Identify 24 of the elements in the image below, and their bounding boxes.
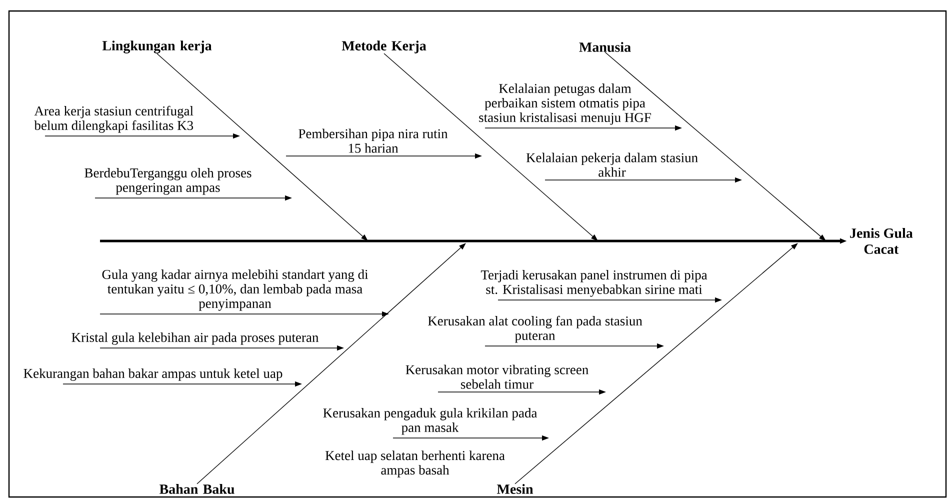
bone-arrow [514, 243, 798, 484]
cause-text: Area kerja stasiun centrifugal belum dilengkapi fasilitas K3 [34, 106, 194, 133]
category-label: Manusia [579, 42, 631, 52]
category-label: Lingkungan kerja [102, 40, 212, 54]
cause-text: Kelalaian petugas dalam perbaikan sistem otmatis pipa stasiun kristalisasi menuju HGF [479, 84, 651, 125]
bone-arrow [196, 243, 466, 484]
cause-text: Pembersihan pipa nira rutin 15 harian [298, 128, 448, 153]
category-label: Bahan Baku [160, 484, 234, 494]
cause-text: Kekurangan bahan bakar ampas untuk ketel uap [24, 368, 282, 381]
bone-arrow [384, 53, 598, 241]
cause-text: Kristal gula kelebihan air pada proses puteran [72, 332, 319, 345]
category-label: Mesin [496, 484, 534, 494]
cause-text: Kerusakan pengaduk gula krikilan pada pan masak [323, 408, 538, 435]
cause-text: Kelalaian pekerja dalam stasiun akhir [526, 152, 698, 177]
cause-text: Gula yang kadar airnya melebihi standart yang di tentukan yaitu ≤ 0,10%, dan lembab pada masa penyimpanan [102, 270, 368, 311]
cause-text: Kerusakan motor vibrating screen sebelah timur [406, 364, 588, 389]
category-label: Metode Kerja [342, 40, 426, 54]
cause-text: Ketel uap selatan berhenti karena ampas basah [325, 450, 505, 478]
cause-text: Kerusakan alat cooling fan pada stasiun puteran [428, 316, 642, 343]
bone-arrow [156, 53, 368, 241]
cause-text: Terjadi kerusakan panel instrumen di pipa st. Kristalisasi menyebabkan sirine mati [480, 270, 708, 297]
effect-label: Jenis Gula Cacat [850, 228, 913, 254]
cause-text: BerdebuTerganggu oleh proses pengeringan ampas [84, 168, 252, 195]
bone-arrow [604, 52, 826, 241]
